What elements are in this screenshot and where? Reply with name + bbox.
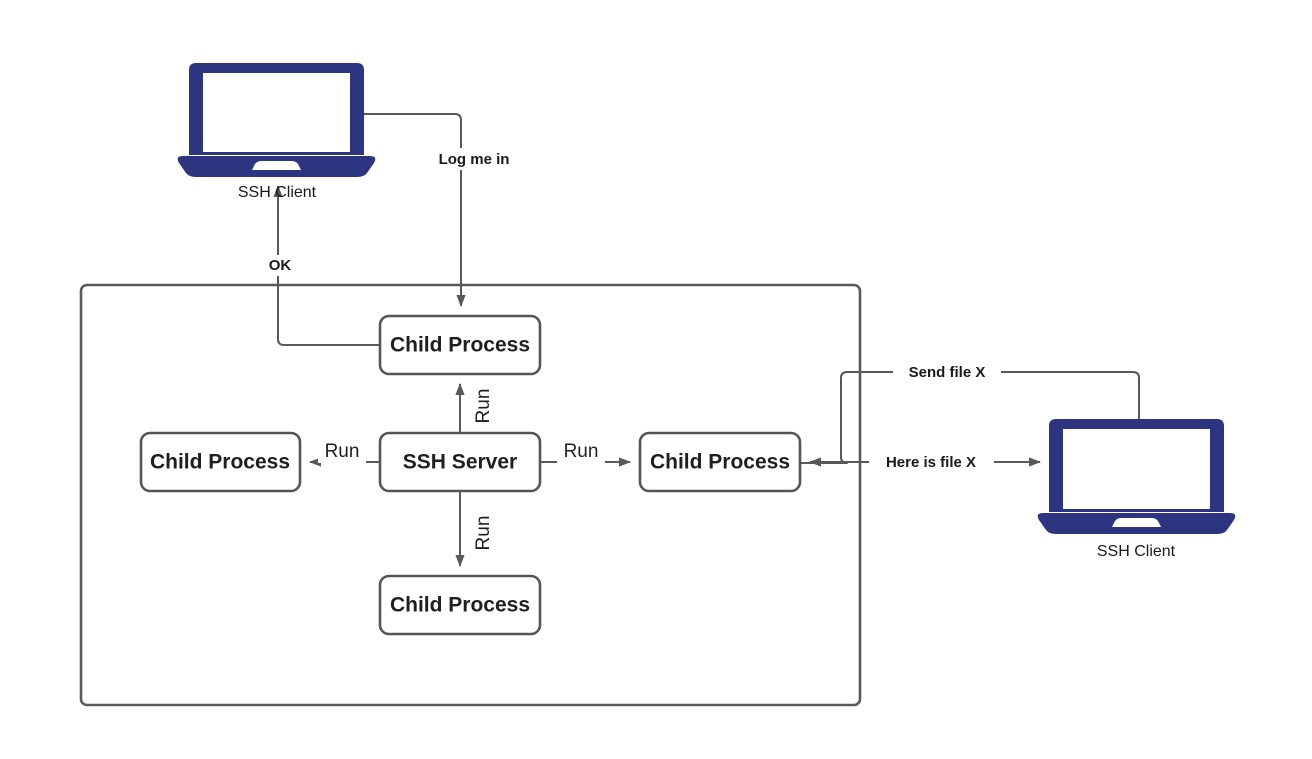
edge-label-send-file-x: Send file X [893,362,1001,383]
edge-label-ok: OK [263,255,297,276]
label-backdrop [318,440,366,463]
edge-label-text: Run [473,389,494,424]
ssh-client-top-laptop [177,63,376,177]
node-box[interactable] [638,431,802,493]
label-backdrop [473,382,494,430]
node-child-process-top[interactable]: Child Process [378,314,542,376]
label-backdrop [893,362,1001,383]
edge-label-text: Run [564,441,599,462]
laptop-screen-inner-top [203,73,350,152]
label-backdrop [869,452,994,473]
edge-log-me-in [364,113,466,307]
label-backdrop [473,509,494,557]
edge-label-text: Log me in [439,151,510,168]
edge-label-text: Run [325,441,360,462]
edge-label-text: Here is file X [886,454,976,471]
node-label: Child Process [650,451,790,474]
node-box[interactable] [378,574,542,636]
edge-label-text: Run [473,516,494,551]
edge-label-run-right: Run [557,440,605,463]
ssh-client-top-caption: SSH Client [238,184,317,201]
edge-label-here-is-file-x: Here is file X [869,452,994,473]
ssh-client-right-laptop [1037,419,1236,534]
label-backdrop [263,255,297,276]
edge-label-run-top: Run [473,382,494,430]
node-ssh-server[interactable]: SSH Server [378,431,542,493]
node-child-process-left[interactable]: Child Process [139,431,302,493]
label-backdrop [418,148,531,170]
edge-label-run-bottom: Run [473,509,494,557]
laptop-notch-right [1112,518,1161,527]
node-label: SSH Server [403,451,517,474]
node-label: Child Process [390,594,530,617]
ssh-client-right-caption: SSH Client [1097,543,1176,560]
edge-label-log-me-in: Log me in [418,148,531,170]
laptop-screen-inner-right [1063,429,1210,509]
edge-label-run-left: Run [318,440,366,463]
edge-ok [273,185,380,346]
node-box[interactable] [378,431,542,493]
node-box[interactable] [378,314,542,376]
node-child-process-bottom[interactable]: Child Process [378,574,542,636]
laptop-notch-top [252,161,301,170]
label-backdrop [557,440,605,463]
node-child-process-right[interactable]: Child Process [638,431,802,493]
edge-label-text: OK [269,257,292,274]
node-label: Child Process [150,451,290,474]
node-label: Child Process [390,334,530,357]
ssh-server-host-boundary [79,283,862,707]
edge-label-text: Send file X [909,364,986,381]
node-box[interactable] [139,431,302,493]
